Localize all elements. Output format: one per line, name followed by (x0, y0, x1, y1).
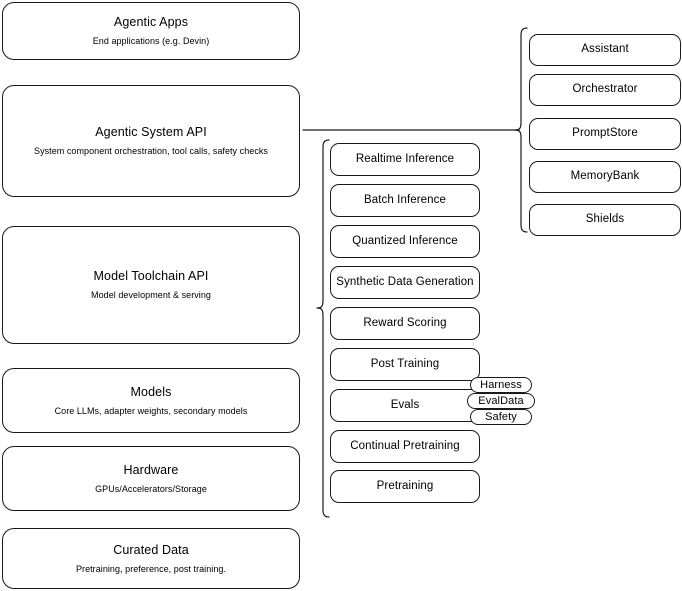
toolchain-item-pretraining[interactable]: Pretraining (330, 470, 480, 503)
layer-title: Models (130, 384, 172, 399)
layer-subtitle: System component orchestration, tool cal… (34, 146, 268, 157)
evals-badge-label: Harness (480, 378, 522, 391)
layer-curated-data[interactable]: Curated Data Pretraining, preference, po… (2, 528, 300, 589)
toolchain-item-continual-pretraining[interactable]: Continual Pretraining (330, 430, 480, 463)
system-item-label: Assistant (581, 43, 629, 56)
toolchain-item-label: Post Training (370, 357, 440, 370)
evals-badge-label: EvalData (478, 394, 524, 407)
toolchain-item-label: Realtime Inference (355, 152, 455, 165)
toolchain-item-realtime-inference[interactable]: Realtime Inference (330, 143, 480, 176)
layer-title: Model Toolchain API (93, 269, 209, 284)
toolchain-item-label: Synthetic Data Generation (336, 275, 474, 288)
toolchain-item-post-training[interactable]: Post Training (330, 348, 480, 381)
system-item-label: Shields (585, 213, 625, 226)
layer-models[interactable]: Models Core LLMs, adapter weights, secon… (2, 368, 300, 433)
evals-badge-harness[interactable]: Harness (470, 377, 532, 393)
evals-badge-safety[interactable]: Safety (470, 409, 532, 425)
system-item-label: Orchestrator (572, 83, 638, 96)
system-item-memorybank[interactable]: MemoryBank (529, 161, 681, 193)
evals-badge-label: Safety (485, 410, 517, 423)
toolchain-item-reward-scoring[interactable]: Reward Scoring (330, 307, 480, 340)
layer-agentic-system-api[interactable]: Agentic System API System component orch… (2, 85, 300, 197)
system-item-promptstore[interactable]: PromptStore (529, 118, 681, 150)
layer-model-toolchain-api[interactable]: Model Toolchain API Model development & … (2, 226, 300, 344)
toolchain-item-batch-inference[interactable]: Batch Inference (330, 184, 480, 217)
toolchain-item-synthetic-data-generation[interactable]: Synthetic Data Generation (330, 266, 480, 299)
system-item-shields[interactable]: Shields (529, 204, 681, 236)
toolchain-item-label: Continual Pretraining (350, 439, 460, 452)
layer-title: Agentic System API (95, 125, 207, 140)
layer-subtitle: Model development & serving (91, 290, 211, 301)
layer-subtitle: GPUs/Accelerators/Storage (95, 483, 207, 494)
layer-title: Hardware (123, 462, 179, 477)
system-item-label: MemoryBank (570, 170, 640, 183)
toolchain-item-label: Reward Scoring (363, 316, 447, 329)
brace-toolchain-components (316, 139, 330, 518)
layer-subtitle: Pretraining, preference, post training. (75, 563, 227, 574)
toolchain-item-label: Quantized Inference (352, 234, 458, 247)
system-item-orchestrator[interactable]: Orchestrator (529, 74, 681, 106)
toolchain-item-label: Evals (390, 398, 420, 411)
layer-title: Agentic Apps (113, 15, 189, 30)
system-item-label: PromptStore (572, 127, 638, 140)
layer-subtitle: Core LLMs, adapter weights, secondary mo… (54, 405, 248, 416)
layer-title: Curated Data (113, 542, 189, 557)
layer-subtitle: End applications (e.g. Devin) (92, 36, 210, 47)
brace-system-components (514, 27, 528, 233)
toolchain-item-label: Pretraining (376, 479, 434, 492)
toolchain-item-evals[interactable]: Evals (330, 389, 480, 422)
layer-hardware[interactable]: Hardware GPUs/Accelerators/Storage (2, 446, 300, 511)
system-item-assistant[interactable]: Assistant (529, 34, 681, 66)
toolchain-item-label: Batch Inference (363, 193, 447, 206)
evals-badge-evaldata[interactable]: EvalData (467, 393, 535, 409)
layer-agentic-apps[interactable]: Agentic Apps End applications (e.g. Devi… (2, 2, 300, 60)
toolchain-item-quantized-inference[interactable]: Quantized Inference (330, 225, 480, 258)
